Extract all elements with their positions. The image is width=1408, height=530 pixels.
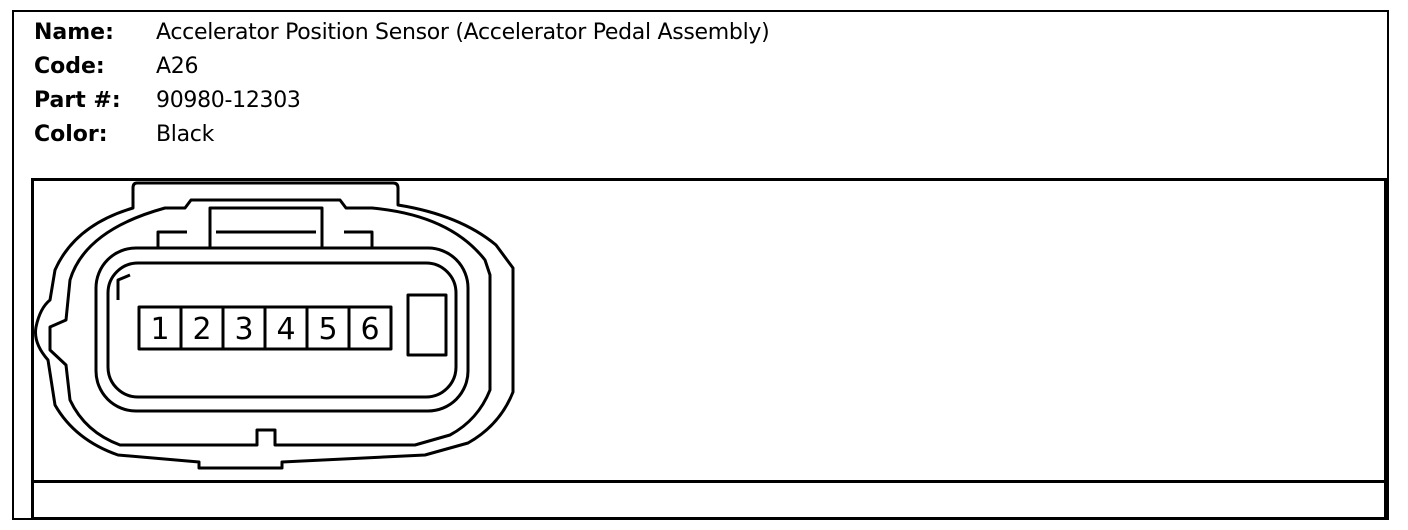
code-value: A26: [156, 54, 199, 79]
connector-panel: [31, 178, 1387, 520]
cavity-guide: [116, 273, 131, 300]
color-row: Color: Black: [34, 118, 769, 152]
name-label: Name:: [34, 20, 114, 45]
terminal-cavity-outer: [94, 246, 470, 413]
name-value: Accelerator Position Sensor (Accelerator…: [156, 20, 770, 45]
connector-inner-housing: [48, 198, 492, 447]
code-label: Code:: [34, 54, 105, 79]
latch-tab: [208, 206, 324, 248]
pin-box-5: [305, 305, 351, 351]
pin-row: [137, 305, 393, 351]
pin-label-3: 3: [234, 312, 253, 347]
pin-label-1: 1: [150, 312, 169, 347]
part-number-row: Part #: 90980-12303: [34, 84, 769, 118]
pin-box-6: [347, 305, 393, 351]
pin-box-1: [137, 305, 183, 351]
color-value: Black: [156, 122, 215, 147]
color-label: Color:: [34, 122, 108, 147]
terminal-cavity-inner: [106, 261, 458, 399]
part-number-label: Part #:: [34, 88, 121, 113]
bottom-strip: [31, 480, 1387, 520]
code-row: Code: A26: [34, 50, 769, 84]
pin-label-6: 6: [360, 312, 379, 347]
connector-info: Name: Accelerator Position Sensor (Accel…: [34, 16, 770, 152]
pin-box-2: [179, 305, 225, 351]
pin-box-4: [263, 305, 309, 351]
pin-label-5: 5: [318, 312, 337, 347]
pin-label-2: 2: [192, 312, 211, 347]
pin-label-4: 4: [276, 312, 295, 347]
latch-channel: [156, 230, 374, 248]
part-number-value: 90980-12303: [156, 88, 301, 113]
connector-outer-housing: [34, 181, 515, 470]
cavity-key: [406, 293, 448, 357]
pin-box-3: [221, 305, 267, 351]
name-row: Name: Accelerator Position Sensor (Accel…: [34, 16, 770, 50]
